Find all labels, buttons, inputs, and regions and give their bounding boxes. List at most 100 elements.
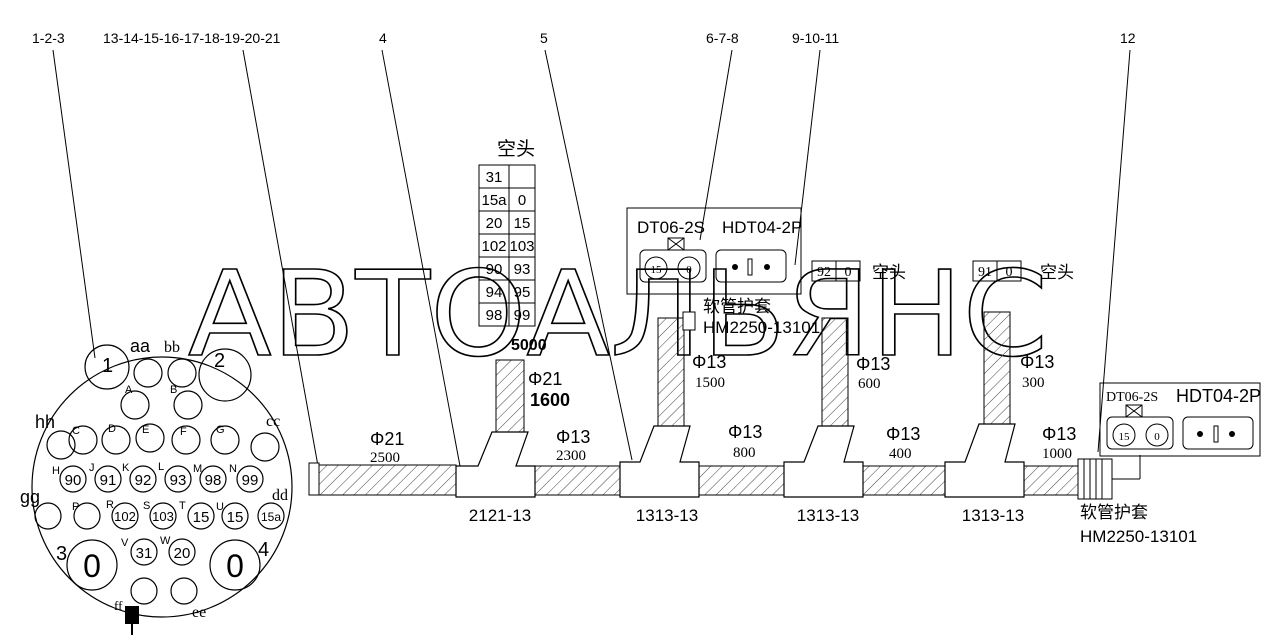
eb-r0-c0: 31 xyxy=(486,169,503,186)
sleeve-right-part: HM2250-13101 xyxy=(1080,527,1197,546)
seg4-len: 400 xyxy=(889,446,912,462)
pin-98: 98 xyxy=(205,472,222,489)
letter-H: H xyxy=(52,465,60,477)
sleeve-right-name: 软管护套 xyxy=(1080,503,1148,522)
outer-label-ee: ee xyxy=(192,604,206,621)
eb-r5-c0: 94 xyxy=(486,284,503,301)
pin-15-b: 15 xyxy=(227,509,244,526)
letter-C: C xyxy=(72,425,80,437)
branch1-len: 1600 xyxy=(530,390,570,410)
branch4-len: 300 xyxy=(1022,375,1045,391)
dt06-label-right: DT06-2S xyxy=(1106,390,1158,405)
big-number-4: 4 xyxy=(258,539,269,561)
sleeve-top-name: 软管护套 xyxy=(703,297,771,316)
pin-31: 31 xyxy=(136,545,153,562)
junction-labels: 2121-13 1313-13 1313-13 1313-13 xyxy=(469,506,1024,525)
letter-B: B xyxy=(170,384,177,396)
seg3-len: 800 xyxy=(733,445,756,461)
junction-2: 1313-13 xyxy=(636,506,698,525)
top-label-1-2-3: 1-2-3 xyxy=(32,30,65,46)
eb-r6-c1: 99 xyxy=(514,307,531,324)
eb-r3-c1: 103 xyxy=(509,238,534,255)
seg1-len: 2500 xyxy=(370,450,400,466)
top-label-12: 12 xyxy=(1120,30,1136,46)
big-number-3: 3 xyxy=(56,543,67,565)
pair1-pin-a: 92 xyxy=(817,265,831,280)
branch3-dia: Φ13 xyxy=(856,354,890,374)
pin-90: 90 xyxy=(65,472,82,489)
letter-F: F xyxy=(180,426,187,438)
letter-E: E xyxy=(142,424,149,436)
sleeve-right: 软管护套 HM2250-13101 xyxy=(1080,503,1197,546)
top-label-9-10-11: 9-10-11 xyxy=(792,30,839,46)
pin-15-a: 15 xyxy=(193,509,210,526)
seg3-dia: Φ13 xyxy=(728,422,762,442)
eb-r2-c0: 20 xyxy=(486,215,503,232)
junctions xyxy=(455,423,1025,498)
top-pin-15: 15 xyxy=(651,264,663,276)
top-pin-0: 0 xyxy=(686,264,692,276)
eb-r4-c0: 90 xyxy=(486,261,503,278)
junction-4: 1313-13 xyxy=(962,506,1024,525)
pin-93: 93 xyxy=(170,472,187,489)
seg1-dia: Φ21 xyxy=(370,429,404,449)
sleeve-top: 软管护套 HM2250-13101 xyxy=(703,297,820,337)
right-pin-15: 15 xyxy=(1119,431,1131,443)
branch2-len: 1500 xyxy=(695,375,725,391)
letter-W: W xyxy=(160,535,171,547)
letter-S: S xyxy=(143,500,150,512)
pin-0-left: 0 xyxy=(83,548,101,584)
branch-1-top-length: 5000 xyxy=(511,337,547,354)
pin-20: 20 xyxy=(174,545,191,562)
empty-pair-2: 91 0 空头 xyxy=(972,260,1074,282)
pin-99: 99 xyxy=(242,472,259,489)
eb-r3-c0: 102 xyxy=(481,238,506,255)
round-connector xyxy=(31,344,293,618)
pair2-pin-b: 0 xyxy=(1006,265,1013,280)
seg4-dia: Φ13 xyxy=(886,424,920,444)
letter-D: D xyxy=(108,423,116,435)
empty-block-title: 空头 xyxy=(497,138,535,160)
pin-0-right: 0 xyxy=(226,548,244,584)
letter-N: N xyxy=(229,463,237,475)
seg5-len: 1000 xyxy=(1042,446,1072,462)
pin-102: 102 xyxy=(114,509,136,524)
main-trunk xyxy=(308,458,1113,500)
eb-r5-c1: 95 xyxy=(514,284,531,301)
big-number-1: 1 xyxy=(102,355,113,377)
pair2-label: 空头 xyxy=(1040,263,1074,282)
hdt04-label-right: HDT04-2P xyxy=(1176,386,1261,406)
outer-label-ff: ff xyxy=(114,598,123,613)
right-connectors: DT06-2S HDT04-2P 15 0 xyxy=(1099,382,1261,480)
segment-labels: Φ21 2500 Φ13 2300 Φ13 800 Φ13 400 Φ13 10… xyxy=(370,352,1076,466)
letter-K: K xyxy=(122,462,130,474)
top-connectors: DT06-2S HDT04-2P 15 0 xyxy=(626,207,802,295)
outer-label-cc: cc xyxy=(266,413,280,430)
leader-lines xyxy=(52,49,1131,467)
outer-label-bb: bb xyxy=(164,339,180,356)
empty-block: 空头 31 15a 0 20 15 102 103 90 93 94 95 98… xyxy=(478,138,547,354)
letter-V: V xyxy=(121,537,129,549)
eb-r1-c0: 15a xyxy=(481,192,507,209)
junction-1: 2121-13 xyxy=(469,506,531,525)
pin-15a: 15a xyxy=(261,510,281,524)
right-pin-0: 0 xyxy=(1154,431,1160,443)
outer-label-dd: dd xyxy=(272,487,288,504)
outer-label-aa: aa xyxy=(130,336,151,356)
pin-91: 91 xyxy=(100,472,117,489)
branch3-len: 600 xyxy=(858,376,881,392)
letter-T: T xyxy=(179,500,186,512)
outer-label-hh: hh xyxy=(35,412,55,432)
watermark-text: АВТОАЛЬЯНС xyxy=(188,245,1048,383)
empty-pair-1: 92 0 空头 xyxy=(811,260,906,282)
top-label-4: 4 xyxy=(379,30,387,46)
hdt04-label-top: HDT04-2P xyxy=(722,218,802,237)
eb-r6-c0: 98 xyxy=(486,307,503,324)
letter-P: P xyxy=(72,501,79,513)
pin-103: 103 xyxy=(152,509,174,524)
seg2-len: 2300 xyxy=(556,448,586,464)
eb-r4-c1: 93 xyxy=(514,261,531,278)
letter-G: G xyxy=(216,424,225,436)
pair1-pin-b: 0 xyxy=(845,265,852,280)
